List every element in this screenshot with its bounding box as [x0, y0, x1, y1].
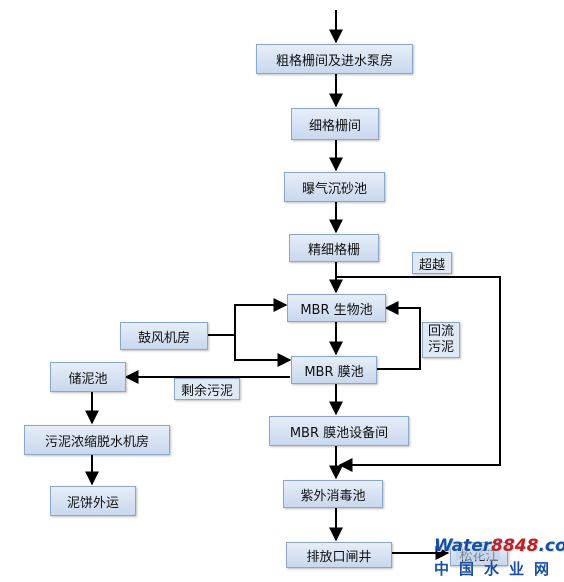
arrow-return-sludge — [377, 301, 421, 370]
node-aerated-grit: 曝气沉砂池 — [284, 172, 385, 202]
node-blower-room: 鼓风机房 — [120, 322, 208, 350]
watermark-logo-number: 8848 — [491, 536, 539, 556]
node-discharge-well: 排放口闸井 — [286, 542, 392, 568]
watermark-logo-prefix: Water — [434, 536, 492, 556]
watermark: Water8848.com 中国水业网 — [434, 536, 564, 580]
watermark-logo: Water8848.com — [434, 536, 564, 556]
label-bypass: 超越 — [412, 252, 452, 274]
node-uv-disinfection: 紫外消毒池 — [283, 480, 383, 508]
arrow-blower-to-membrane — [234, 335, 292, 367]
node-mbr-bio: MBR 生物池 — [287, 294, 386, 322]
node-coarse-screen: 粗格栅间及进水泵房 — [256, 44, 413, 74]
label-return-sludge-line1: 回流 — [427, 324, 454, 339]
node-extra-fine-screen: 精细格栅 — [289, 234, 379, 262]
node-mbr-equipment: MBR 膜池设备间 — [269, 416, 409, 446]
watermark-logo-suffix: .com — [538, 536, 564, 556]
node-sludge-dewatering: 污泥浓缩脱水机房 — [24, 425, 170, 455]
node-sludge-storage: 储泥池 — [50, 362, 126, 392]
label-return-sludge: 回流 污泥 — [422, 322, 460, 358]
node-sludge-cake: 泥饼外运 — [50, 486, 136, 516]
arrow-blower-to-bio — [208, 298, 288, 336]
label-return-sludge-line2: 污泥 — [427, 340, 454, 355]
node-fine-screen: 细格栅间 — [291, 108, 379, 140]
watermark-site-name: 中国水业网 — [434, 560, 560, 578]
label-excess-sludge: 剩余污泥 — [174, 378, 240, 400]
watermark-underlay — [456, 548, 500, 560]
arrow-bypass — [336, 276, 501, 472]
node-mbr-membrane: MBR 膜池 — [291, 356, 377, 384]
